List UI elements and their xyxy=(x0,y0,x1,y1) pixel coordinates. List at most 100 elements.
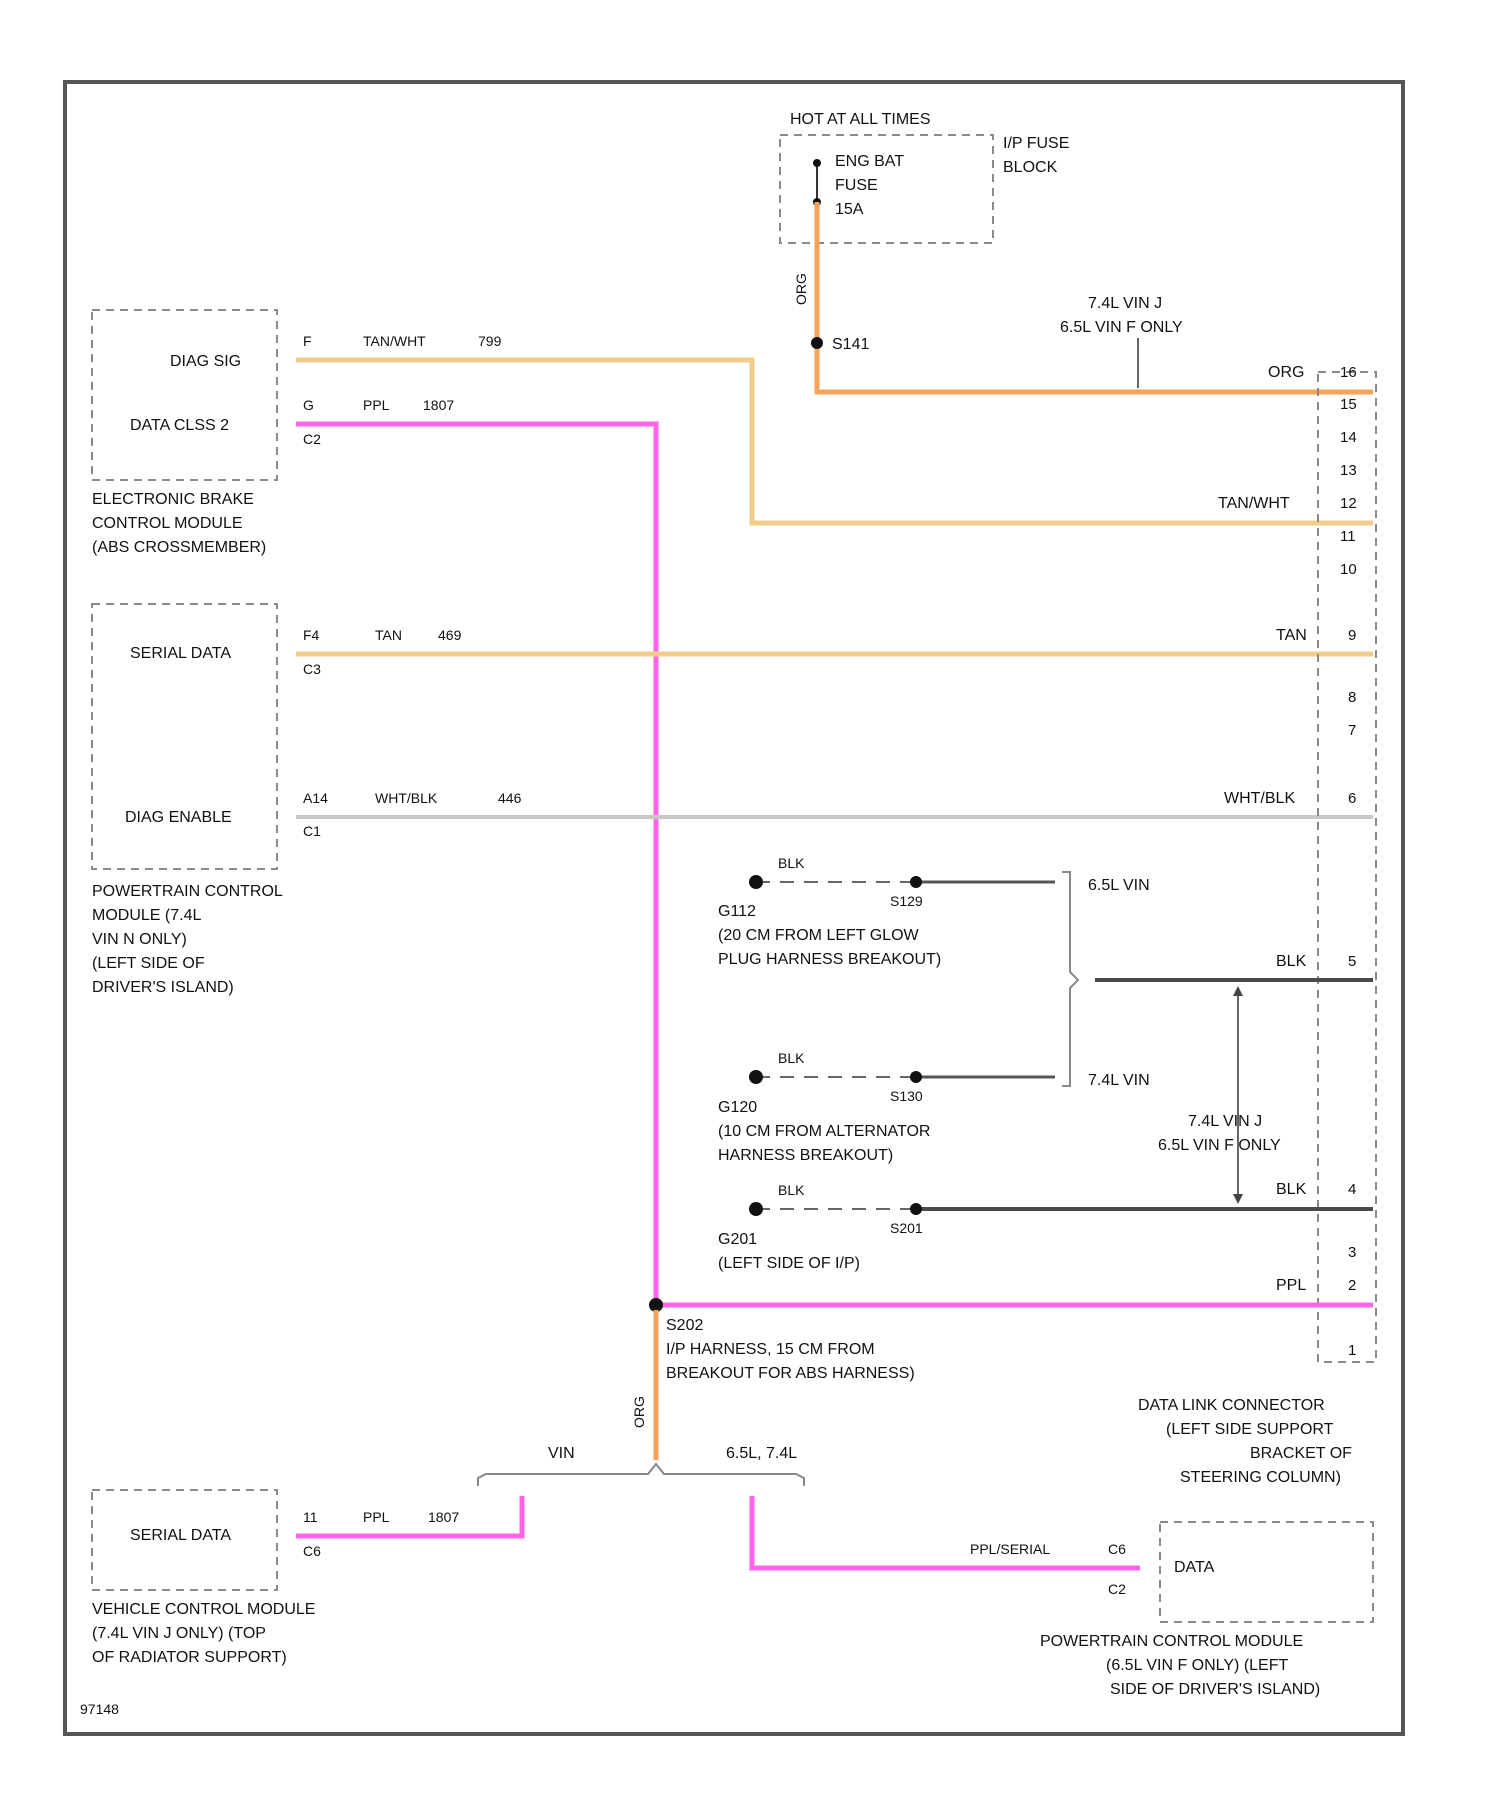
s130-label: S130 xyxy=(890,1088,923,1104)
g112-wire: BLK xyxy=(778,855,805,871)
dlc-pin-16: 16 xyxy=(1340,364,1357,381)
dlc-p16-color: ORG xyxy=(1268,364,1304,381)
g120-variant: 7.4L VIN xyxy=(1088,1072,1150,1089)
splice-s202-dot xyxy=(649,1298,663,1312)
vcm-pin-color: PPL xyxy=(363,1509,390,1525)
g120-wire: BLK xyxy=(778,1050,805,1066)
ground-note-2: 6.5L VIN F ONLY xyxy=(1158,1137,1281,1154)
variant-brace xyxy=(478,1464,804,1486)
g112-variant: 6.5L VIN xyxy=(1088,877,1150,894)
pcm-74-name-1: POWERTRAIN CONTROL xyxy=(92,883,283,900)
g112-ground-dot xyxy=(749,875,763,889)
dlc-name-2: (LEFT SIDE SUPPORT xyxy=(1166,1421,1334,1438)
vcm-pin-label: SERIAL DATA xyxy=(130,1527,231,1544)
pcm-74-pin2-pin: A14 xyxy=(303,790,328,806)
ebcm-pin1-color: TAN/WHT xyxy=(363,333,426,349)
dlc-pin-2: 2 xyxy=(1348,1277,1356,1294)
g112-desc-2: PLUG HARNESS BREAKOUT) xyxy=(718,951,941,968)
g201-wire: BLK xyxy=(778,1182,805,1198)
s202-desc-1: I/P HARNESS, 15 CM FROM xyxy=(666,1341,875,1358)
g120-ground-dot xyxy=(749,1070,763,1084)
g201-ground-dot xyxy=(749,1202,763,1216)
g201-label: G201 xyxy=(718,1231,757,1248)
g120-desc-2: HARNESS BREAKOUT) xyxy=(718,1147,893,1164)
g201-desc-1: (LEFT SIDE OF I/P) xyxy=(718,1255,860,1272)
fuse-terminal-top xyxy=(813,159,821,167)
g112-desc-1: (20 CM FROM LEFT GLOW xyxy=(718,927,920,944)
ebcm-name-2: CONTROL MODULE xyxy=(92,515,243,532)
s202-label: S202 xyxy=(666,1317,703,1334)
dlc-p6-color: WHT/BLK xyxy=(1224,790,1295,807)
ebcm-name-1: ELECTRONIC BRAKE xyxy=(92,491,254,508)
fuse-line-1: ENG BAT xyxy=(835,153,904,170)
s201-dot xyxy=(910,1203,922,1215)
fuse-header: HOT AT ALL TIMES xyxy=(790,111,931,128)
pcm-74-name-3: VIN N ONLY) xyxy=(92,931,187,948)
dlc-name-3: BRACKET OF xyxy=(1250,1445,1352,1462)
s202-org-color: ORG xyxy=(631,1396,647,1428)
pcm-74-pin1-label: SERIAL DATA xyxy=(130,645,231,662)
figure-id: 97148 xyxy=(80,1701,119,1717)
dlc-pin-4: 4 xyxy=(1348,1181,1356,1198)
dlc-pin-6: 6 xyxy=(1348,790,1356,807)
splice-s141-label: S141 xyxy=(832,336,869,353)
pcm-74-pin1-connector: C3 xyxy=(303,661,321,677)
dlc-pin-10: 10 xyxy=(1340,561,1357,578)
dlc-feed-note-2: 6.5L VIN F ONLY xyxy=(1060,319,1183,336)
splice-s141-dot xyxy=(811,337,823,349)
ebcm-pin2-color: PPL xyxy=(363,397,390,413)
g120-label: G120 xyxy=(718,1099,757,1116)
dlc-p5-color: BLK xyxy=(1276,953,1307,970)
vcm-ppl-wire xyxy=(296,1496,522,1536)
pcm-74-name-4: (LEFT SIDE OF xyxy=(92,955,205,972)
dlc-name-1: DATA LINK CONNECTOR xyxy=(1138,1397,1325,1414)
vcm-name-1: VEHICLE CONTROL MODULE xyxy=(92,1601,315,1618)
pcm-65-wire-text: PPL/SERIAL xyxy=(970,1541,1050,1557)
ground-selector-bracket xyxy=(1062,872,1078,1086)
pcm-65-name-1: POWERTRAIN CONTROL MODULE xyxy=(1040,1633,1303,1650)
dlc-pin-7: 7 xyxy=(1348,722,1356,739)
g120-desc-1: (10 CM FROM ALTERNATOR xyxy=(718,1123,930,1140)
pcm-74-pin1-color: TAN xyxy=(375,627,402,643)
org-feed-color: ORG xyxy=(793,273,809,305)
ground-note-arrowhead-top xyxy=(1233,986,1243,996)
pcm-74-pin2-label: DIAG ENABLE xyxy=(125,809,232,826)
ebcm-pin1-label: DIAG SIG xyxy=(170,353,241,370)
pcm-74-pin2-circuit: 446 xyxy=(498,790,522,806)
dlc-p4-color: BLK xyxy=(1276,1181,1307,1198)
pcm-65-name-3: SIDE OF DRIVER'S ISLAND) xyxy=(1110,1681,1320,1698)
fuse-line-2: FUSE xyxy=(835,177,878,194)
pcm-74-pin2-connector: C1 xyxy=(303,823,321,839)
ebcm-box xyxy=(92,310,277,480)
s129-label: S129 xyxy=(890,893,923,909)
pcm-65-ppl-wire xyxy=(752,1496,1140,1568)
dlc-feed-note-1: 7.4L VIN J xyxy=(1088,295,1162,312)
branch-right-label: 6.5L, 7.4L xyxy=(726,1445,797,1462)
g112-label: G112 xyxy=(718,903,756,920)
dlc-p9-color: TAN xyxy=(1276,627,1307,644)
vcm-name-2: (7.4L VIN J ONLY) (TOP xyxy=(92,1625,266,1642)
vcm-pin: 11 xyxy=(303,1509,318,1525)
ebcm-name-3: (ABS CROSSMEMBER) xyxy=(92,539,266,556)
dlc-pin-5: 5 xyxy=(1348,953,1356,970)
fuse-block-name-2: BLOCK xyxy=(1003,159,1058,176)
pcm-65-name-2: (6.5L VIN F ONLY) (LEFT xyxy=(1106,1657,1288,1674)
vcm-connector: C6 xyxy=(303,1543,321,1559)
ebcm-pin2-pin: G xyxy=(303,397,314,413)
pcm-74-name-5: DRIVER'S ISLAND) xyxy=(92,979,234,996)
ebcm-pin2-circuit: 1807 xyxy=(423,397,454,413)
dlc-pin-15: 15 xyxy=(1340,396,1357,413)
fuse-block-name-1: I/P FUSE xyxy=(1003,135,1069,152)
dlc-pin-3: 3 xyxy=(1348,1244,1356,1261)
pcm-74-pin2-color: WHT/BLK xyxy=(375,790,438,806)
branch-left-label: VIN xyxy=(548,1445,575,1462)
pcm-74-pin1-pin: F4 xyxy=(303,627,320,643)
ground-note-arrowhead-bottom xyxy=(1233,1194,1243,1204)
s201-label: S201 xyxy=(890,1220,923,1236)
fuse-line-3: 15A xyxy=(835,201,864,218)
ebcm-connector: C2 xyxy=(303,431,321,447)
s202-desc-2: BREAKOUT FOR ABS HARNESS) xyxy=(666,1365,915,1382)
dlc-p2-color: PPL xyxy=(1276,1277,1306,1294)
pcm-65-pin: C6 xyxy=(1108,1541,1126,1557)
dlc-p12-color: TAN/WHT xyxy=(1218,495,1290,512)
